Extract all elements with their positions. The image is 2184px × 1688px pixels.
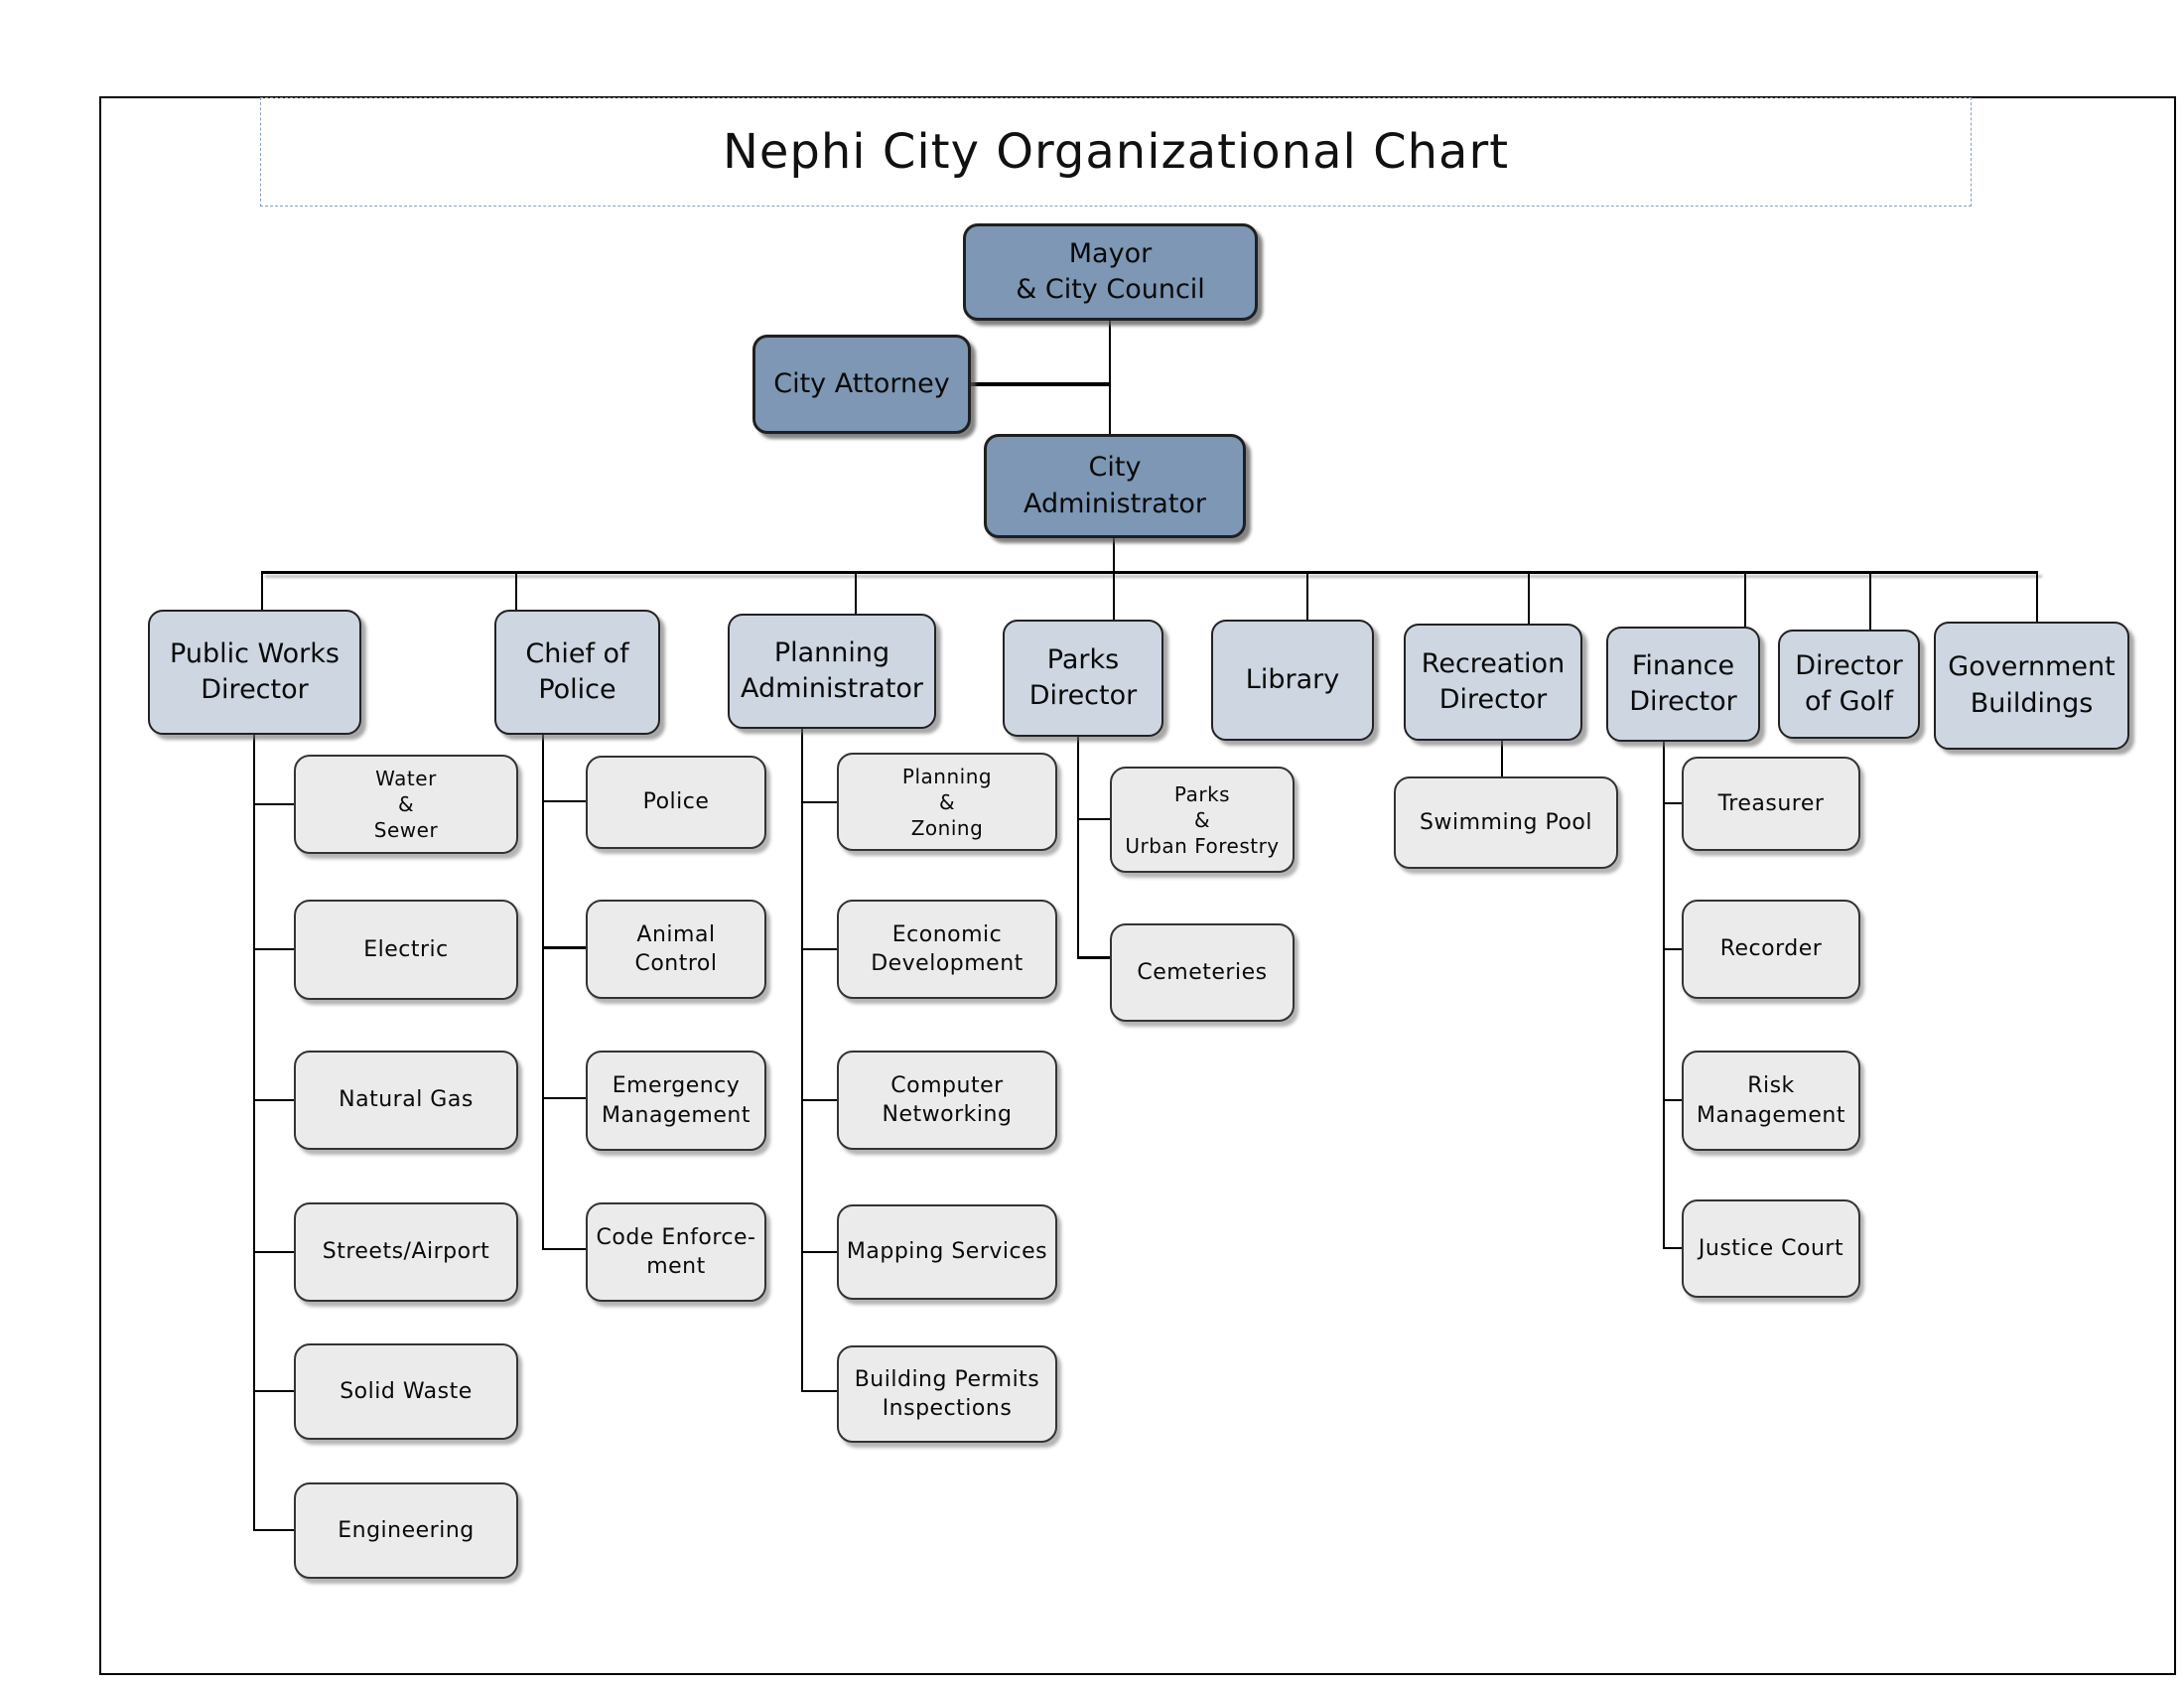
node-recreation-director: Recreation Director — [1404, 624, 1582, 741]
connector-stub — [1663, 802, 1682, 804]
node-planning-zoning: Planning & Zoning — [837, 753, 1057, 851]
connector-stub — [1663, 1247, 1682, 1249]
connector-stub — [253, 1099, 294, 1101]
connector-drop-planning — [855, 571, 857, 614]
node-city-attorney: City Attorney — [752, 335, 971, 434]
connector-stub — [253, 1529, 294, 1531]
node-police: Police — [586, 756, 766, 849]
connector-stub — [542, 1248, 586, 1250]
connector-stub — [1663, 1099, 1682, 1101]
node-planning-administrator: Planning Administrator — [728, 614, 936, 729]
connector-stub — [801, 948, 837, 950]
node-solid-waste: Solid Waste — [294, 1343, 518, 1440]
connector-drop-public-works — [261, 571, 263, 610]
node-recorder: Recorder — [1682, 900, 1860, 999]
connector-stub — [542, 800, 586, 802]
node-natural-gas: Natural Gas — [294, 1051, 518, 1150]
connector-stub — [801, 1251, 837, 1253]
connector-stub — [253, 1390, 294, 1392]
connector-administrator-drop — [1113, 538, 1115, 572]
connector-drop-library — [1306, 571, 1308, 620]
node-cemeteries: Cemeteries — [1110, 923, 1295, 1022]
connector-trunk-planning — [801, 729, 803, 1392]
connector-stub — [542, 946, 586, 949]
node-justice-court: Justice Court — [1682, 1199, 1860, 1298]
connector-stub — [1077, 956, 1110, 959]
node-risk-management: Risk Management — [1682, 1051, 1860, 1151]
node-electric: Electric — [294, 900, 518, 1000]
connector-stub — [1077, 818, 1110, 820]
connector-trunk-police — [542, 735, 544, 1250]
node-animal-control: Animal Control — [586, 900, 766, 999]
connector-trunk-finance — [1663, 742, 1665, 1249]
connector-attorney — [971, 382, 1110, 386]
connector-drop-recreation — [1528, 571, 1530, 624]
connector-stub — [801, 1099, 837, 1101]
node-water-sewer: Water & Sewer — [294, 755, 518, 854]
page-title: Nephi City Organizational Chart — [722, 124, 1510, 180]
connector-stub — [801, 801, 837, 803]
node-city-administrator: City Administrator — [984, 434, 1246, 538]
node-code-enforcement: Code Enforce- ment — [586, 1202, 766, 1302]
node-parks-director: Parks Director — [1003, 620, 1163, 737]
node-chief-of-police: Chief of Police — [494, 610, 660, 735]
connector-drop-government-buildings — [2036, 571, 2038, 623]
connector-drop-parks — [1113, 571, 1115, 620]
connector-distribution — [261, 571, 2038, 574]
node-government-buildings: Government Buildings — [1934, 622, 2129, 750]
node-computer-networking: Computer Networking — [837, 1051, 1057, 1150]
node-library: Library — [1211, 620, 1374, 741]
node-finance-director: Finance Director — [1606, 627, 1760, 742]
node-building-permits-inspections: Building Permits Inspections — [837, 1345, 1057, 1443]
node-engineering: Engineering — [294, 1482, 518, 1579]
connector-stub — [253, 948, 294, 950]
connector-drop-police — [515, 571, 517, 610]
connector-drop-finance — [1744, 571, 1746, 627]
connector-stub — [253, 1251, 294, 1253]
node-parks-urban-forestry: Parks & Urban Forestry — [1110, 767, 1295, 873]
title-box: Nephi City Organizational Chart — [260, 97, 1972, 207]
node-director-of-golf: Director of Golf — [1778, 630, 1920, 739]
node-mapping-services: Mapping Services — [837, 1204, 1057, 1300]
connector-trunk-parks — [1077, 737, 1079, 958]
node-public-works-director: Public Works Director — [148, 610, 361, 735]
node-economic-development: Economic Development — [837, 900, 1057, 999]
node-emergency-management: Emergency Management — [586, 1051, 766, 1151]
connector-recreation-swimming-pool — [1501, 741, 1503, 776]
connector-stub — [1663, 948, 1682, 950]
connector-trunk-public-works — [253, 735, 255, 1531]
connector-stub — [801, 1390, 837, 1392]
node-streets-airport: Streets/Airport — [294, 1202, 518, 1302]
connector-mayor-administrator — [1109, 321, 1111, 434]
connector-drop-golf — [1869, 571, 1871, 630]
node-swimming-pool: Swimming Pool — [1394, 776, 1618, 869]
connector-stub — [253, 803, 294, 805]
node-mayor-city-council: Mayor & City Council — [963, 223, 1258, 321]
connector-stub — [542, 1097, 586, 1099]
node-treasurer: Treasurer — [1682, 757, 1860, 851]
